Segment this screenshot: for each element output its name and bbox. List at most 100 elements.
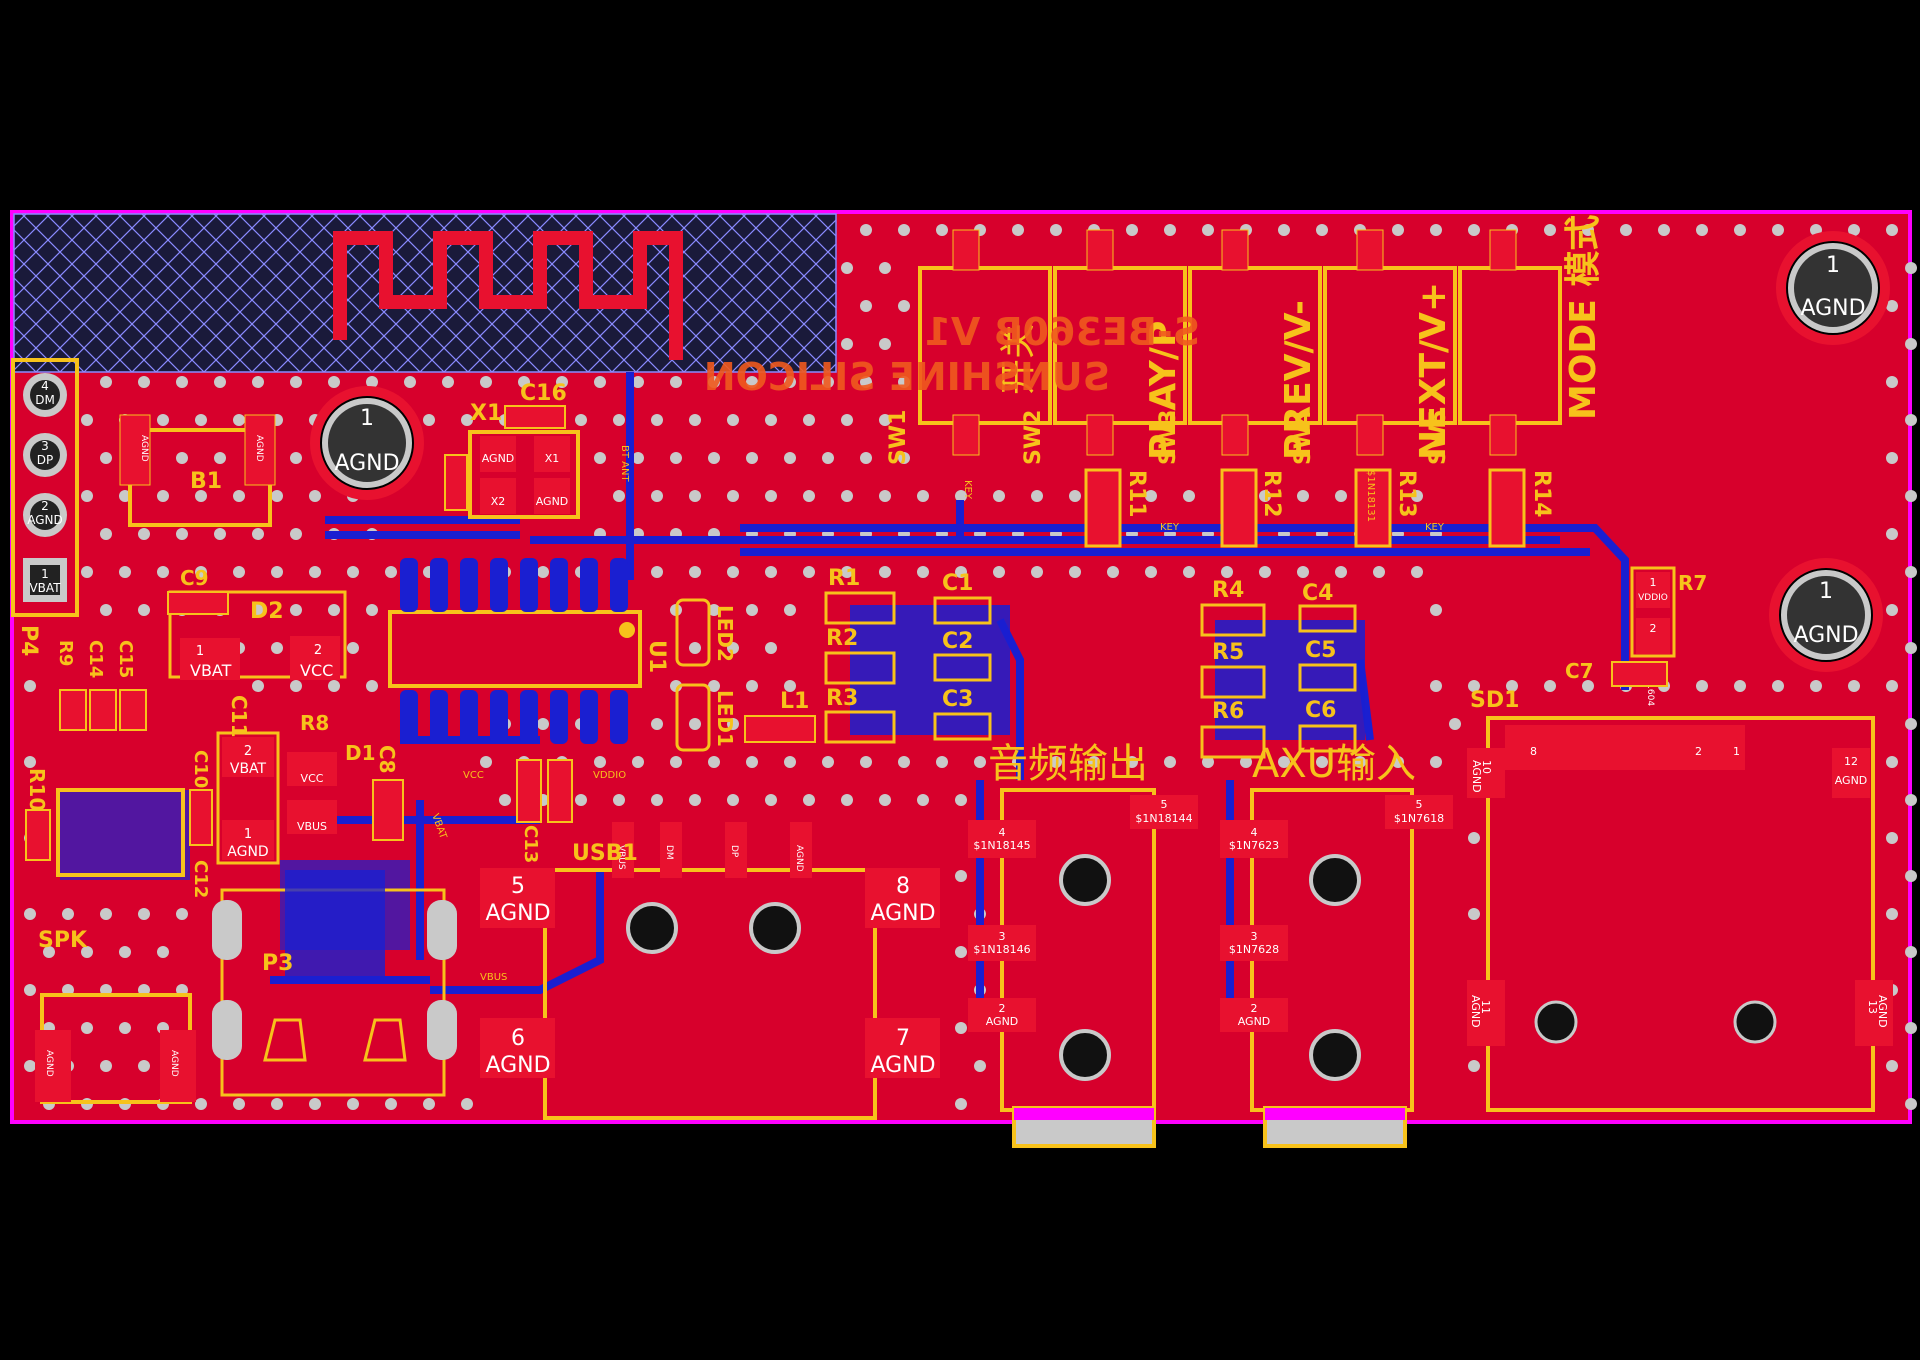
via: [271, 1098, 283, 1110]
svg-text:1: 1: [1733, 745, 1740, 758]
via: [233, 1098, 245, 1110]
via: [309, 490, 321, 502]
via: [1468, 224, 1480, 236]
via: [347, 1098, 359, 1110]
via: [898, 224, 910, 236]
sw1-label: 开关: [998, 323, 1039, 395]
svg-text:C1: C1: [942, 571, 973, 596]
svg-text:AGND: AGND: [485, 901, 550, 926]
net-vbus: VBUS: [480, 972, 507, 983]
via: [1164, 756, 1176, 768]
via: [1202, 224, 1214, 236]
via: [917, 490, 929, 502]
via: [917, 794, 929, 806]
via: [1126, 756, 1138, 768]
via: [214, 528, 226, 540]
svg-text:D2: D2: [250, 599, 284, 624]
svg-text:4: 4: [1251, 826, 1258, 839]
via: [233, 566, 245, 578]
u1-pin: [580, 690, 598, 744]
net-key: KEY: [962, 480, 973, 500]
svg-text:2: 2: [244, 744, 252, 759]
svg-text:LED2: LED2: [713, 605, 737, 662]
via: [271, 642, 283, 654]
via: [575, 794, 587, 806]
r13-net: $1N18131: [1365, 470, 1376, 522]
via: [765, 490, 777, 502]
via: [1012, 224, 1024, 236]
via: [81, 946, 93, 958]
via: [1468, 680, 1480, 692]
via: [1905, 490, 1917, 502]
via: [670, 452, 682, 464]
svg-text:C5: C5: [1305, 638, 1336, 663]
via: [1031, 490, 1043, 502]
chip-u1: U1: [388, 558, 669, 744]
svg-text:P3: P3: [262, 951, 293, 976]
via: [157, 414, 169, 426]
via: [765, 642, 777, 654]
via: [1905, 1098, 1917, 1110]
via: [898, 756, 910, 768]
via: [1392, 756, 1404, 768]
svg-text:1: 1: [1819, 579, 1833, 604]
via: [81, 1022, 93, 1034]
svg-text:DM: DM: [664, 845, 674, 860]
svg-text:8: 8: [1530, 745, 1537, 758]
via: [1544, 680, 1556, 692]
leds: LED2 LED1 L1 C13: [516, 598, 816, 863]
svg-text:R4: R4: [1212, 578, 1244, 603]
u1-pin: [550, 558, 568, 612]
via: [1886, 604, 1898, 616]
via: [1069, 490, 1081, 502]
via: [252, 376, 264, 388]
via: [195, 414, 207, 426]
via: [689, 414, 701, 426]
svg-text:R1: R1: [828, 566, 860, 591]
svg-text:1: 1: [1826, 253, 1840, 278]
via: [385, 566, 397, 578]
via: [1886, 680, 1898, 692]
via: [214, 376, 226, 388]
via: [138, 528, 150, 540]
svg-text:C12: C12: [190, 860, 211, 898]
via: [157, 946, 169, 958]
via: [385, 1098, 397, 1110]
via: [119, 946, 131, 958]
via: [347, 642, 359, 654]
svg-text:1: 1: [244, 827, 252, 842]
via: [1088, 756, 1100, 768]
via: [784, 452, 796, 464]
crystal-x1: AGND X1 X2 AGND X1 C16: [444, 381, 580, 519]
svg-text:AGND: AGND: [794, 845, 804, 872]
via: [689, 566, 701, 578]
r7-c7: 1 VDDIO 2 R7 $1N1604 C7: [1565, 566, 1707, 706]
via: [955, 946, 967, 958]
via: [499, 794, 511, 806]
svg-text:X1: X1: [470, 401, 502, 426]
sw1-ref: SW1: [886, 410, 911, 465]
via: [138, 376, 150, 388]
via: [936, 224, 948, 236]
via: [1449, 718, 1461, 730]
svg-text:USB1: USB1: [572, 841, 638, 866]
via: [1905, 794, 1917, 806]
key-net-2: KEY: [1425, 522, 1445, 533]
svg-text:DP: DP: [37, 453, 53, 467]
via: [461, 414, 473, 426]
via: [290, 452, 302, 464]
via: [461, 1098, 473, 1110]
net-vddio: VDDIO: [593, 770, 626, 781]
via: [328, 680, 340, 692]
via: [613, 490, 625, 502]
via: [708, 604, 720, 616]
svg-text:R5: R5: [1212, 640, 1244, 665]
via: [784, 376, 796, 388]
mounting-hole-2: 1 AGND: [1776, 231, 1890, 345]
u1-pin: [610, 690, 628, 744]
micro-usb-p3: P3: [212, 870, 457, 1097]
via: [594, 452, 606, 464]
svg-text:AGND: AGND: [334, 451, 399, 476]
svg-text:VBAT: VBAT: [29, 581, 61, 595]
via: [746, 376, 758, 388]
